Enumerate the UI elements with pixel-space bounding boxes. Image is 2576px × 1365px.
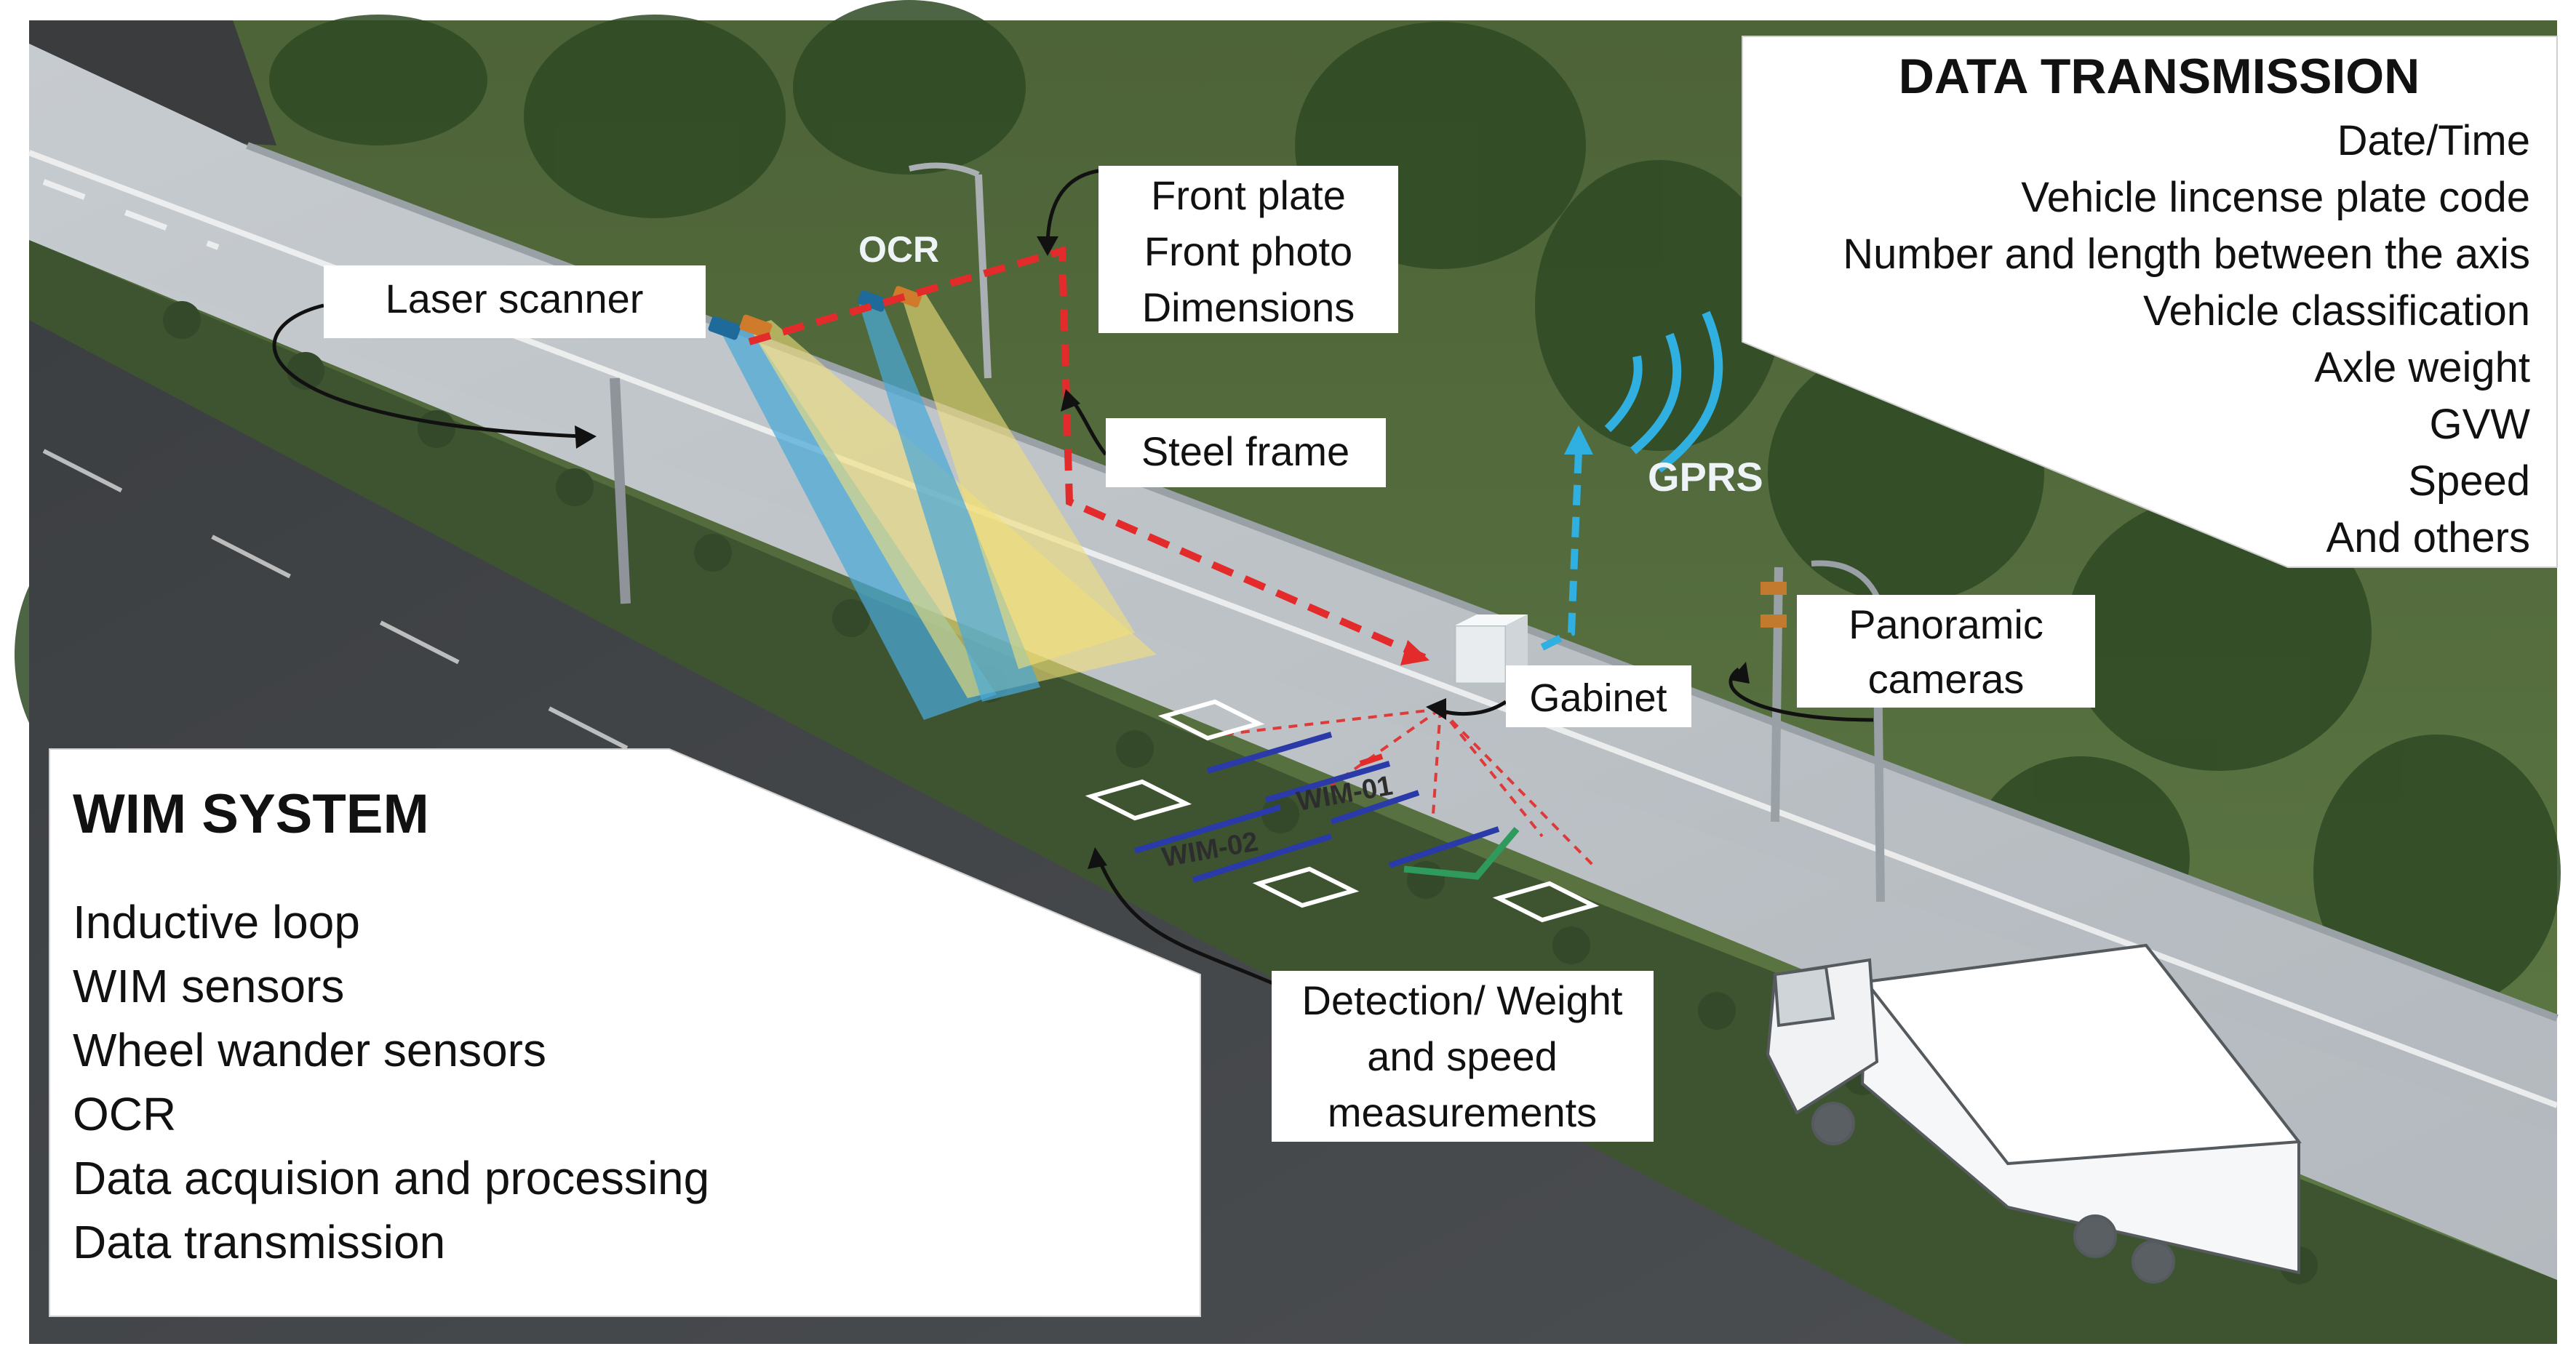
ocr-info-line: Front plate (1151, 172, 1346, 218)
wim-system-panel: WIM SYSTEM Inductive loop WIM sensors Wh… (49, 748, 1201, 1317)
dt-item: And others (2326, 514, 2530, 561)
wim-item: WIM sensors (73, 960, 344, 1012)
ocr-info-line: Dimensions (1142, 284, 1355, 330)
steel-frame-callout: Steel frame (1106, 418, 1386, 487)
wim-item: Data transmission (73, 1216, 445, 1268)
wim-item: Inductive loop (73, 896, 360, 948)
laser-scanner-callout: Laser scanner (324, 265, 706, 338)
detection-callout: Detection/ Weight and speed measurements (1272, 971, 1654, 1142)
detection-line: and speed (1367, 1033, 1558, 1079)
gprs-waves (1604, 311, 1723, 473)
gprs-overlay-label: GPRS (1648, 454, 1763, 500)
detection-line: measurements (1328, 1089, 1597, 1135)
sensor-wiring (1221, 708, 1595, 867)
wim-system-title: WIM SYSTEM (73, 783, 429, 845)
steel-frame (748, 246, 1428, 662)
leader-arrowheads (575, 236, 1750, 869)
gabinet-callout: Gabinet (1506, 665, 1691, 727)
data-transmission-title: DATA TRANSMISSION (1899, 49, 2420, 104)
wim-item: OCR (73, 1088, 176, 1140)
leader-arrows (272, 169, 1874, 998)
dt-item: Vehicle lincense plate code (2021, 174, 2530, 221)
street-light (909, 162, 992, 379)
truck (1766, 943, 2302, 1284)
panoramic-line: Panoramic (1849, 601, 2043, 647)
wim-item: Data acquision and processing (73, 1152, 709, 1204)
steel-frame-label: Steel frame (1141, 428, 1349, 474)
data-transmission-panel: DATA TRANSMISSION Date/Time Vehicle linc… (1742, 36, 2558, 568)
panoramic-line: cameras (1868, 656, 2025, 702)
ocr-info-callout: Front plate Front photo Dimensions (1098, 166, 1398, 333)
laser-scanner-device (610, 286, 922, 604)
gprs-link (1540, 450, 1582, 651)
laser-scanner-label: Laser scanner (386, 276, 644, 321)
ocr-overlay-label: OCR (858, 229, 939, 270)
dt-item: Speed (2408, 457, 2530, 505)
gabinet-label: Gabinet (1529, 676, 1667, 720)
wim-zone (1085, 699, 1600, 923)
dt-item: GVW (2429, 401, 2530, 448)
laser-beams (720, 291, 1157, 720)
dt-item: Number and length between the axis (1843, 231, 2530, 278)
dt-item: Vehicle classification (2143, 287, 2530, 335)
panoramic-cameras-callout: Panoramic cameras (1797, 595, 2095, 708)
dt-item: Date/Time (2337, 117, 2530, 164)
dt-item: Axle weight (2314, 344, 2530, 391)
wim-item: Wheel wander sensors (73, 1024, 546, 1076)
ocr-info-line: Front photo (1144, 228, 1352, 274)
detection-line: Detection/ Weight (1302, 977, 1623, 1023)
